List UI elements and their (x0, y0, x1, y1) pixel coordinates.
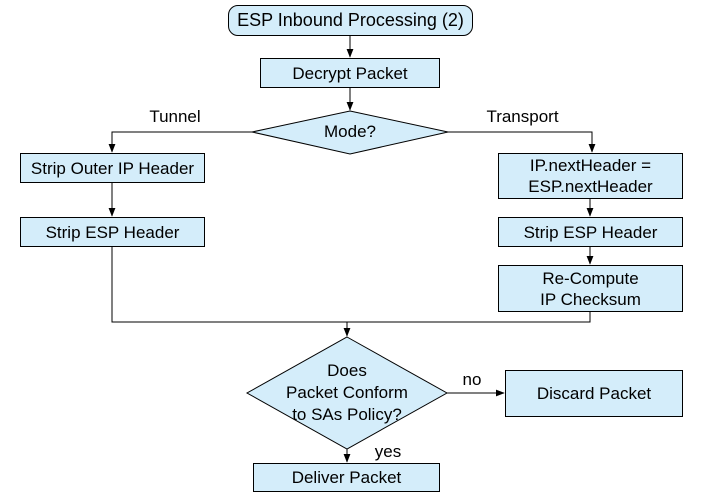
discard-label: Discard Packet (536, 384, 652, 403)
recompute-line1: Re-Compute (542, 268, 639, 288)
recompute-line2: IP Checksum (540, 289, 641, 309)
ip-nextheader-line1: IP.nextHeader = (529, 156, 652, 175)
strip-outer-label: Strip Outer IP Header (30, 158, 195, 178)
mode-decision-shape (251, 110, 449, 155)
mode-label: Mode? (324, 122, 376, 141)
node-mode-decision: Mode? (300, 122, 400, 142)
edge-label-tunnel: Tunnel (149, 107, 201, 126)
policy-line2: Packet Conform (286, 383, 408, 402)
edge-label-yes: yes (374, 442, 402, 461)
node-start-terminator: ESP Inbound Processing (2) (228, 5, 473, 36)
edge-tunnel-branch (108, 131, 252, 153)
edge-label-no: no (462, 370, 482, 389)
edge-label-transport: Transport (486, 107, 559, 126)
edge-tunnel-merge-to-policy (111, 247, 351, 337)
node-ip-nextheader-assign: IP.nextHeader = ESP.nextHeader (498, 153, 683, 199)
edge-transport-branch (448, 131, 596, 153)
node-deliver-packet: Deliver Packet (253, 463, 440, 492)
deliver-label: Deliver Packet (291, 468, 402, 487)
node-decrypt-packet: Decrypt Packet (260, 58, 440, 88)
node-strip-outer-ip-header: Strip Outer IP Header (20, 153, 205, 183)
node-decrypt-label: Decrypt Packet (292, 63, 408, 83)
strip-esp-tunnel-label: Strip ESP Header (45, 222, 180, 242)
node-recompute-ip-checksum: Re-Compute IP Checksum (498, 265, 683, 312)
ip-nextheader-line2: ESP.nextHeader (528, 177, 653, 196)
node-start-label: ESP Inbound Processing (2) (237, 10, 464, 30)
policy-line3: to SAs Policy? (292, 405, 402, 424)
strip-esp-transport-label: Strip ESP Header (523, 222, 658, 242)
node-policy-decision: Does Packet Conform to SAs Policy? (262, 360, 432, 426)
edge-recompute-merge (347, 312, 591, 323)
node-discard-packet: Discard Packet (505, 370, 683, 417)
node-strip-esp-header-transport: Strip ESP Header (498, 217, 683, 247)
policy-line1: Does (327, 361, 367, 380)
node-strip-esp-header-tunnel: Strip ESP Header (20, 217, 205, 247)
